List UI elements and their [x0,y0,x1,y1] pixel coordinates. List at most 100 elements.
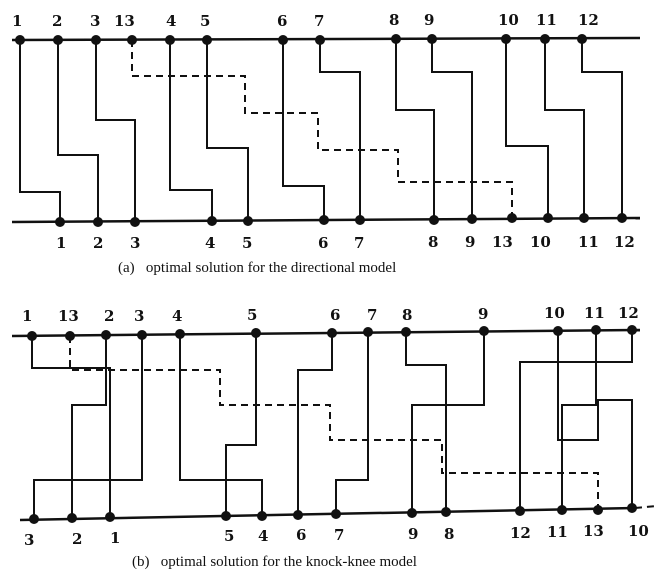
panel-a-pin [467,214,477,224]
panel-a-top-label: 10 [498,11,519,29]
panel-b-bottom-label: 9 [408,525,418,543]
panel-b-pin [175,329,185,339]
panel-a-bottom-label: 9 [465,233,475,251]
panel-b-pin [327,328,337,338]
panel-a-top-label: 3 [90,12,100,30]
panel-a-pin [15,35,25,45]
panel-a-net-12 [581,39,623,218]
panel-a-pin [202,35,212,45]
panel-b-pin [627,325,637,335]
panel-b-top-label: 4 [172,307,182,325]
panel-b-top-label: 2 [104,307,114,325]
panel-a-pin [579,213,589,223]
panel-a-net-3 [95,40,136,222]
panel-a-pin [315,35,325,45]
panel-a-net-11 [544,39,585,218]
panel-a-net-1 [19,40,61,222]
panel-b-top-label: 7 [367,306,377,324]
panel-b-bottom-label: 1 [110,529,120,547]
panel-a-pin [577,34,587,44]
panel-a-net-6 [282,40,325,220]
panel-b-bottom-label: 8 [444,525,454,543]
panel-b-pin [137,330,147,340]
panel-a-pin [55,217,65,227]
panel-b-net-12 [519,330,633,511]
panel-b-pin [591,325,601,335]
panel-b-bottom-label: 10 [628,522,649,540]
panel-b-net-9 [411,331,485,513]
panel-b-bottom-label: 3 [24,531,34,549]
panel-b-pin [627,503,637,513]
panel-a-pin [391,34,401,44]
panel-b-bottom-label: 11 [547,523,568,541]
panel-b-pin [221,511,231,521]
panel-b-net-13 [69,336,599,510]
panel-b-pin [557,505,567,515]
panel-b-pin [331,509,341,519]
panel-a-top-label: 1 [12,12,22,30]
panel-a-bottom-label: 8 [428,233,438,251]
panel-a-pin [278,35,288,45]
panel-a-pin [53,35,63,45]
panel-a-pin [93,217,103,227]
panel-b-bottom-label: 5 [224,527,234,545]
panel-b-pin [479,326,489,336]
panel-a-bottom-label: 11 [578,233,599,251]
panel-a-bottom-label: 10 [530,233,551,251]
panel-a-net-13 [131,40,513,218]
panel-b-net-7 [335,332,369,514]
panel-b-pin [407,508,417,518]
panel-b-top-label: 11 [584,304,605,322]
panel-b-pin [27,331,37,341]
panel-b-pin [593,505,603,515]
panel-b-pin [105,512,115,522]
panel-b-top-label: 9 [478,305,488,323]
panel-b-net-2 [71,335,107,518]
panel-a-bottom-label: 7 [354,234,364,252]
panel-b-top-label: 5 [247,306,257,324]
panel-b-pin [67,513,77,523]
panel-b-bottom-label: 4 [258,527,268,545]
panel-b-pin [363,327,373,337]
panel-a-bottom-label: 4 [205,234,215,252]
panel-b-bottom-label: 2 [72,530,82,548]
panel-b-top-rail [11,328,641,338]
panel-b-net-10 [557,331,633,508]
panel-a-pin [543,213,553,223]
panel-a-pin [91,35,101,45]
panel-a-top-label: 9 [424,11,434,29]
panel-a-bottom-label: 12 [614,233,635,251]
panel-b-top-label: 10 [544,304,565,322]
panel-a-top-label: 6 [277,12,287,30]
panel-a-bottom-label: 6 [318,234,328,252]
panel-b-pin [29,514,39,524]
panel-a-top-label: 8 [389,11,399,29]
panel-b-pin [515,506,525,516]
panel-a-caption: (a) optimal solution for the directional… [118,260,396,276]
panel-a-bottom-label: 13 [492,233,513,251]
panel-a-pin [130,217,140,227]
panel-a-pin [165,35,175,45]
panel-a-net-7 [319,40,361,220]
panel-a-pin [429,215,439,225]
panel-a-top-label: 2 [52,12,62,30]
panel-a-top-label: 4 [166,12,176,30]
panel-b-net-5 [225,333,257,516]
panel-a-pin [540,34,550,44]
panel-b-pin [257,511,267,521]
panel-a-pin [355,215,365,225]
panel-a-pin [427,34,437,44]
panel-b-pins [27,325,637,524]
panel-a: 1 2 3 13 4 5 6 7 8 9 10 11 12 [11,11,641,276]
panel-a-net-5 [206,40,249,221]
panel-b-pin [401,327,411,337]
panel-b-bottom-rail [19,506,636,522]
panel-a-bottom-label: 1 [56,234,66,252]
panel-b-top-label: 12 [618,304,639,322]
panel-a-net-10 [505,39,549,218]
panel-a-top-label: 11 [536,11,557,29]
panel-b-net-11 [561,330,597,510]
panel-a-top-label: 7 [314,12,324,30]
panel-b-bottom-rail-extension [634,505,657,509]
panel-b-pin [293,510,303,520]
